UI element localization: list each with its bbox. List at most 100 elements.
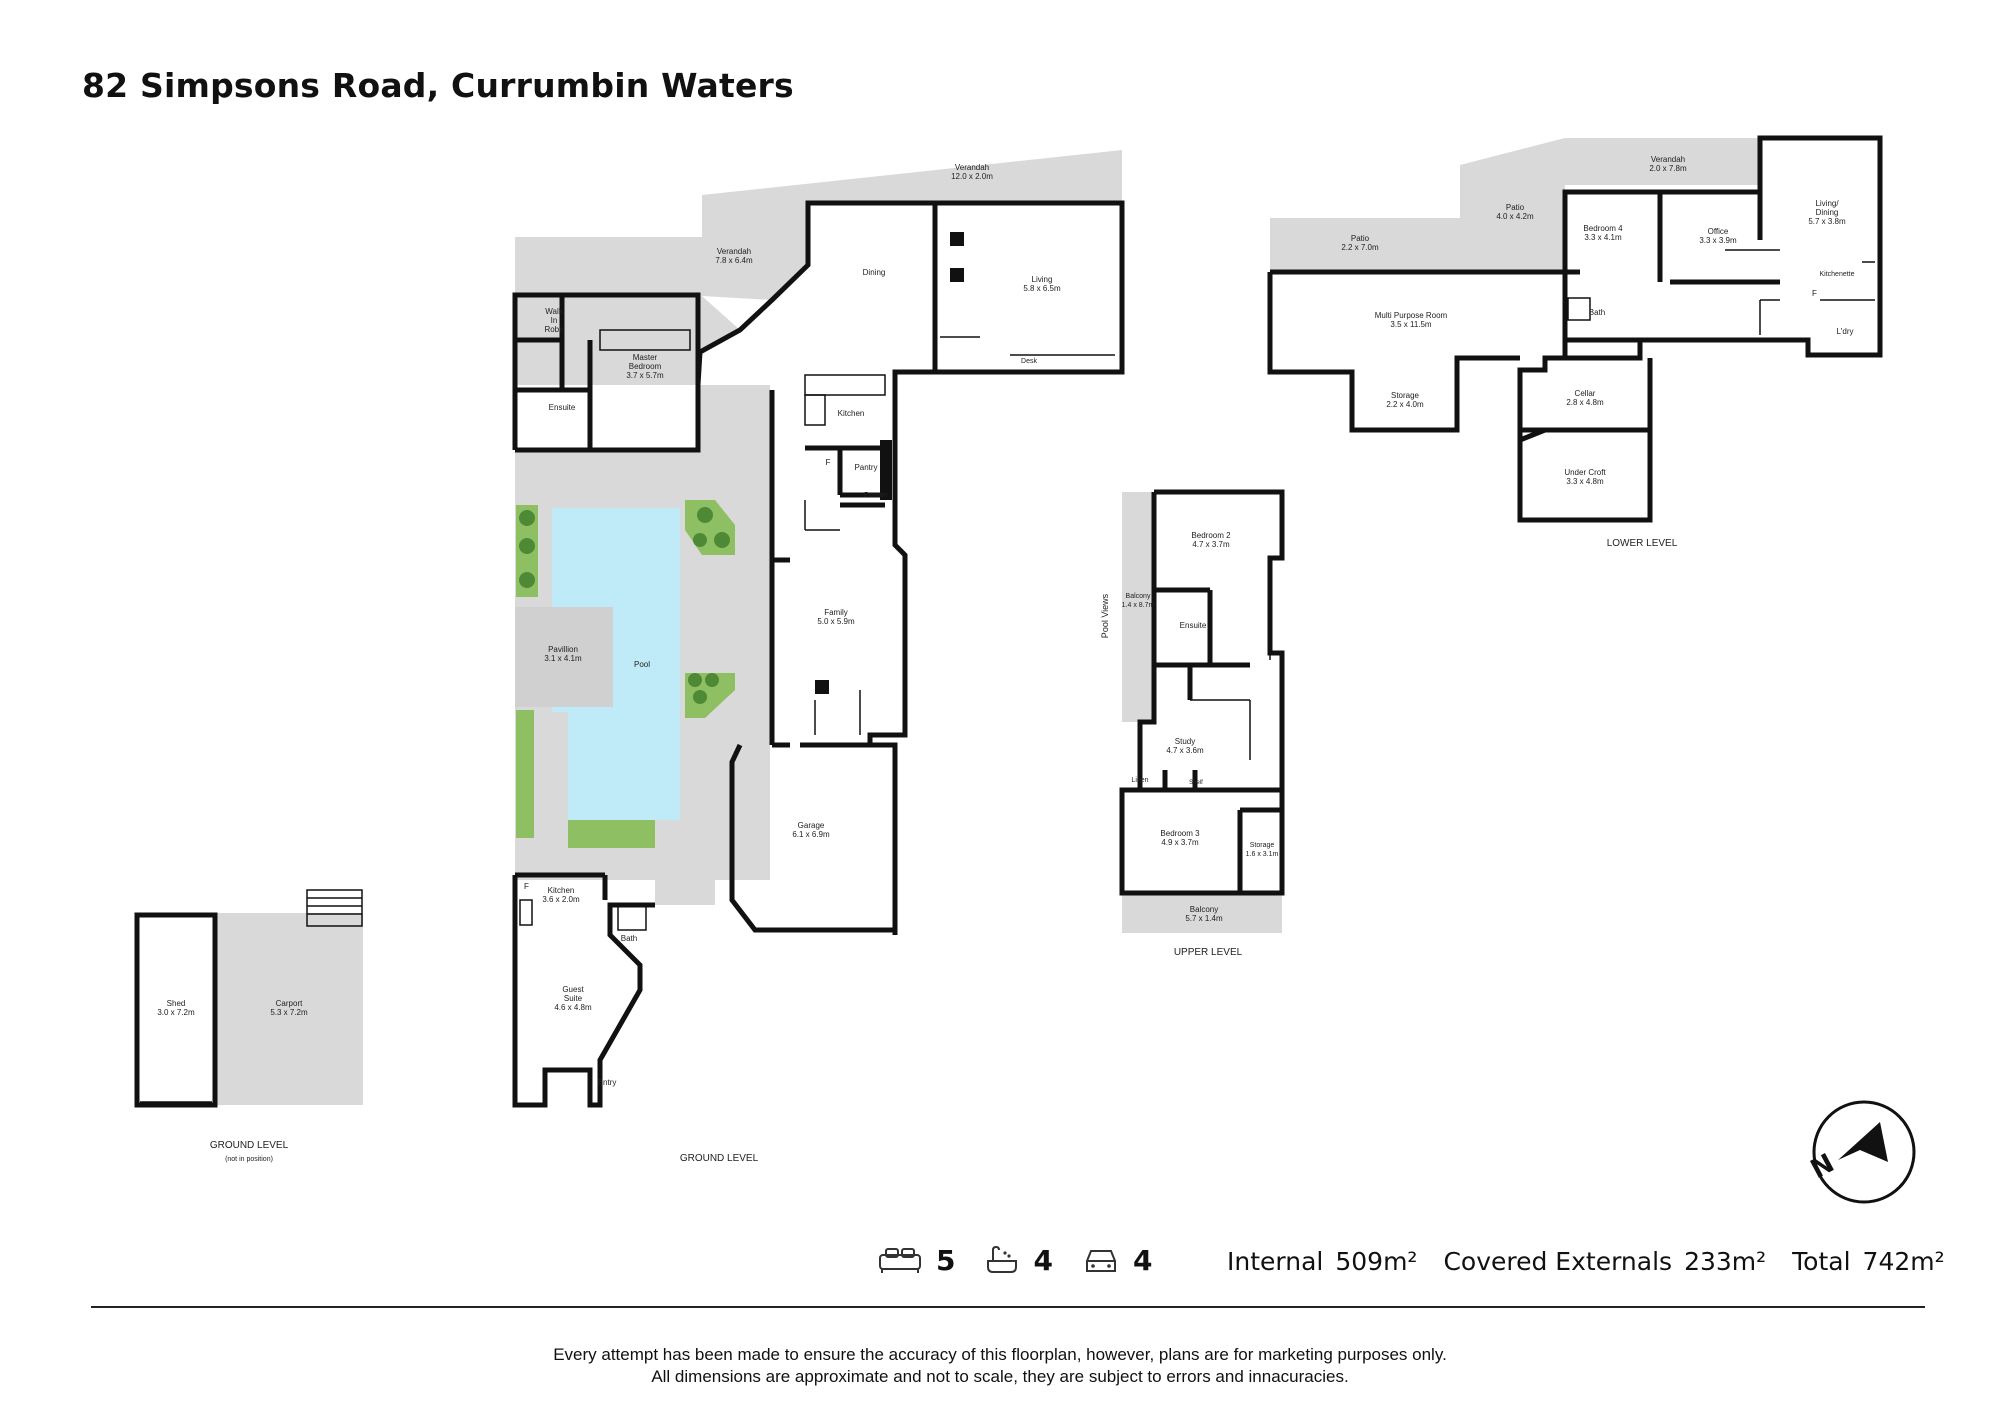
living-dining-line1: Living/	[1815, 199, 1839, 208]
walk-in-robe-line3: Robe	[544, 325, 564, 334]
svg-text:F: F	[524, 882, 529, 891]
cellar-dims: 2.8 x 4.8m	[1566, 398, 1604, 407]
balcony-bottom-label: Balcony	[1190, 905, 1218, 914]
disclaimer-line-2: All dimensions are approximate and not t…	[651, 1367, 1349, 1386]
covered-area-label: Covered Externals	[1443, 1247, 1673, 1276]
family-dims: 5.0 x 5.9m	[817, 617, 855, 626]
bathroom-count: 4	[1033, 1243, 1053, 1277]
cellar-label: Cellar	[1575, 389, 1596, 398]
walk-in-robe-line1: Walk	[545, 307, 563, 316]
master-bedroom-line1: Master	[633, 353, 658, 362]
upper-level-plan	[1119, 489, 1285, 933]
compass-icon	[1812, 1100, 1916, 1204]
internal-area-label: Internal	[1227, 1247, 1324, 1276]
bedroom3-label: Bedroom 3	[1160, 829, 1200, 838]
kitchenette-label: Kitchenette	[1819, 271, 1854, 278]
living-label: Living	[1032, 275, 1053, 284]
kitchen-label: Kitchen	[838, 409, 865, 418]
bath-ground-label: Bath	[621, 934, 637, 943]
patio-left-dims: 2.2 x 7.0m	[1341, 243, 1379, 252]
balcony-side-dims: 1.4 x 8.7m	[1122, 602, 1155, 609]
office-dims: 3.3 x 3.9m	[1699, 236, 1737, 245]
internal-area-value: 509m²	[1335, 1247, 1418, 1276]
verandah-left-dims: 7.8 x 6.4m	[715, 256, 753, 265]
balcony-bottom-dims: 5.7 x 1.4m	[1185, 914, 1223, 923]
carport-label: Carport	[276, 999, 303, 1008]
guest-suite-dims: 4.6 x 4.8m	[554, 1003, 592, 1012]
bedroom4-dims: 3.3 x 4.1m	[1584, 233, 1622, 242]
garage-dims: 6.1 x 6.9m	[792, 830, 830, 839]
footer-divider	[91, 1306, 1925, 1308]
study-dims: 4.7 x 3.6m	[1166, 746, 1204, 755]
guest-kitchen-label: Kitchen	[548, 886, 575, 895]
guest-kitchen-dims: 3.6 x 2.0m	[542, 895, 580, 904]
pantry-label: Pantry	[854, 463, 877, 472]
office-label: Office	[1708, 227, 1729, 236]
verandah-lower-label: Verandah	[1651, 155, 1685, 164]
patio-mid-label: Patio	[1506, 203, 1525, 212]
feature-counts: 5 4 4	[878, 1242, 1152, 1278]
verandah-left-label: Verandah	[717, 247, 751, 256]
storage-upper-label: Storage	[1250, 842, 1275, 849]
verandah-lower-dims: 2.0 x 7.8m	[1649, 164, 1687, 173]
multi-purpose-dims: 3.5 x 11.5m	[1390, 320, 1432, 329]
storage-lower-dims: 2.2 x 4.0m	[1386, 400, 1424, 409]
linen-label: Linen	[1131, 777, 1148, 784]
pool-views-label: Pool Views	[1100, 593, 1110, 638]
car-space-count: 4	[1132, 1243, 1153, 1277]
carport-dims: 5.3 x 7.2m	[270, 1008, 308, 1017]
level-label-lower: LOWER LEVEL	[1607, 538, 1678, 549]
balcony-side-label: Balcony	[1126, 593, 1151, 600]
under-croft-dims: 3.3 x 4.8m	[1566, 477, 1604, 486]
verandah-top-label: Verandah	[955, 163, 989, 172]
verandah-top-dims: 12.0 x 2.0m	[951, 172, 993, 181]
walk-in-robe-line2: In	[551, 316, 558, 325]
shed-dims: 3.0 x 7.2m	[157, 1008, 195, 1017]
bedroom4-label: Bedroom 4	[1583, 224, 1623, 233]
ensuite-upper-label: Ensuite	[1180, 621, 1207, 630]
pavillion-label: Pavillion	[548, 645, 578, 654]
level-label-ground: GROUND LEVEL	[680, 1153, 759, 1164]
svg-text:F: F	[1812, 289, 1817, 298]
entry-label: Entry	[598, 1078, 617, 1087]
pavillion-dims: 3.1 x 4.1m	[544, 654, 582, 663]
master-bedroom-line2: Bedroom	[629, 362, 662, 371]
living-dining-line2: Dining	[1816, 208, 1839, 217]
garage-label: Garage	[798, 821, 825, 830]
patio-mid-dims: 4.0 x 4.2m	[1496, 212, 1534, 221]
area-summary: Internal 509m² Covered Externals 233m² T…	[1227, 1247, 1945, 1276]
storage-upper-dims: 1.6 x 3.1m	[1246, 851, 1279, 858]
level-label-outbuildings: GROUND LEVEL	[210, 1140, 289, 1151]
laundry-label: L'dry	[1836, 327, 1853, 336]
family-label: Family	[824, 608, 848, 617]
total-area-value: 742m²	[1862, 1247, 1945, 1276]
outbuildings-plan	[134, 889, 363, 1108]
living-dims: 5.8 x 6.5m	[1023, 284, 1061, 293]
dining-label: Dining	[863, 268, 886, 277]
level-note-outbuildings: (not in position)	[225, 1156, 273, 1163]
total-area-label: Total	[1792, 1247, 1851, 1276]
under-croft-label: Under Croft	[1564, 468, 1606, 477]
covered-area-value: 233m²	[1684, 1247, 1767, 1276]
bedroom-count: 5	[936, 1243, 956, 1277]
patio-left-label: Patio	[1351, 234, 1370, 243]
ground-level-plan: F	[512, 150, 1125, 1108]
page-title: 82 Simpsons Road, Currumbin Waters	[82, 66, 794, 105]
bedroom2-label: Bedroom 2	[1191, 531, 1231, 540]
pool-label: Pool	[634, 660, 650, 669]
bed-icon	[879, 1248, 921, 1273]
shed-label: Shed	[167, 999, 186, 1008]
bedroom2-dims: 4.7 x 3.7m	[1192, 540, 1230, 549]
bath-icon	[987, 1245, 1018, 1273]
storage-lower-label: Storage	[1391, 391, 1420, 400]
bath-lower-label: Bath	[1589, 308, 1605, 317]
powder-label: Powder	[864, 492, 888, 499]
disclaimer-line-1: Every attempt has been made to ensure th…	[553, 1345, 1447, 1364]
desk-label: Desk	[1021, 358, 1037, 365]
kitchen-fridge-label: F	[826, 458, 831, 467]
study-label: Study	[1175, 737, 1195, 746]
level-label-upper: UPPER LEVEL	[1174, 947, 1243, 958]
shelf-label: Shelf	[1189, 780, 1203, 786]
living-dining-dims: 5.7 x 3.8m	[1808, 217, 1846, 226]
